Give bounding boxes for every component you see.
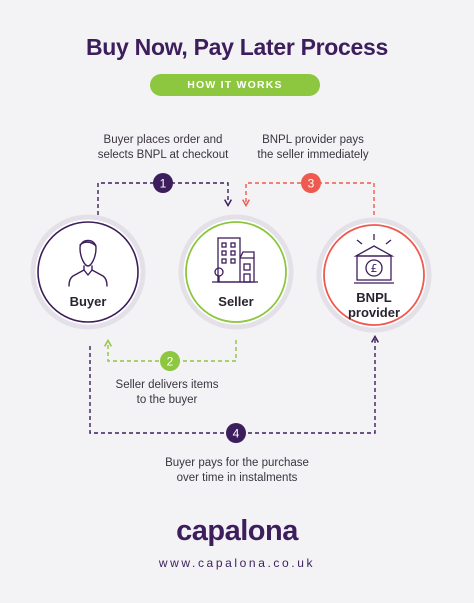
step-2-badge: 2: [160, 351, 180, 371]
provider-label-line1: BNPL: [356, 290, 392, 305]
person-icon: [68, 239, 108, 287]
arrow-step-4: [89, 334, 380, 434]
buyer-label: Buyer: [69, 294, 107, 309]
step-4-caption-line2: over time in instalments: [176, 472, 298, 484]
step-1-number: 1: [160, 177, 167, 191]
step-3-caption: BNPL provider pays the seller immediatel…: [228, 133, 398, 163]
arrow-step-1: [97, 182, 233, 222]
brand-logo: capalona: [0, 515, 474, 548]
step-4-badge: 4: [226, 423, 246, 443]
step-1-caption-line2: selects BNPL at checkout: [97, 149, 229, 161]
bank-pound-icon: £: [353, 234, 395, 284]
buyer-node: [30, 214, 146, 330]
step-3-badge: 3: [301, 173, 321, 193]
buildings-icon: [212, 237, 258, 283]
seller-node: [178, 214, 294, 330]
page-title: Buy Now, Pay Later Process: [86, 34, 388, 60]
step-2-caption-line2: to the buyer: [136, 394, 198, 406]
step-2-caption-line1: Seller delivers items: [115, 379, 219, 391]
step-1-badge: 1: [153, 173, 173, 193]
step-2-number: 2: [167, 355, 174, 369]
provider-node: £: [316, 217, 432, 333]
step-2-caption: Seller delivers items to the buyer: [92, 378, 242, 408]
step-3-caption-line1: BNPL provider pays: [262, 134, 364, 146]
provider-label-line2: provider: [347, 305, 400, 320]
svg-text:£: £: [371, 262, 378, 275]
seller-label: Seller: [218, 294, 254, 309]
step-1-caption-line1: Buyer places order and: [103, 134, 223, 146]
step-4-number: 4: [233, 427, 240, 441]
how-it-works-badge: HOW IT WORKS: [150, 74, 320, 96]
step-4-caption: Buyer pays for the purchase over time in…: [137, 456, 337, 486]
brand-name: capalona: [176, 515, 298, 547]
step-3-number: 3: [308, 177, 315, 191]
arrow-step-3: [241, 182, 375, 222]
step-1-caption: Buyer places order and selects BNPL at c…: [78, 133, 248, 163]
provider-label: BNPL provider: [334, 290, 414, 320]
step-4-caption-line1: Buyer pays for the purchase: [165, 457, 309, 469]
brand-url: www.capalona.co.uk: [158, 556, 316, 570]
step-3-caption-line2: the seller immediately: [257, 149, 369, 161]
